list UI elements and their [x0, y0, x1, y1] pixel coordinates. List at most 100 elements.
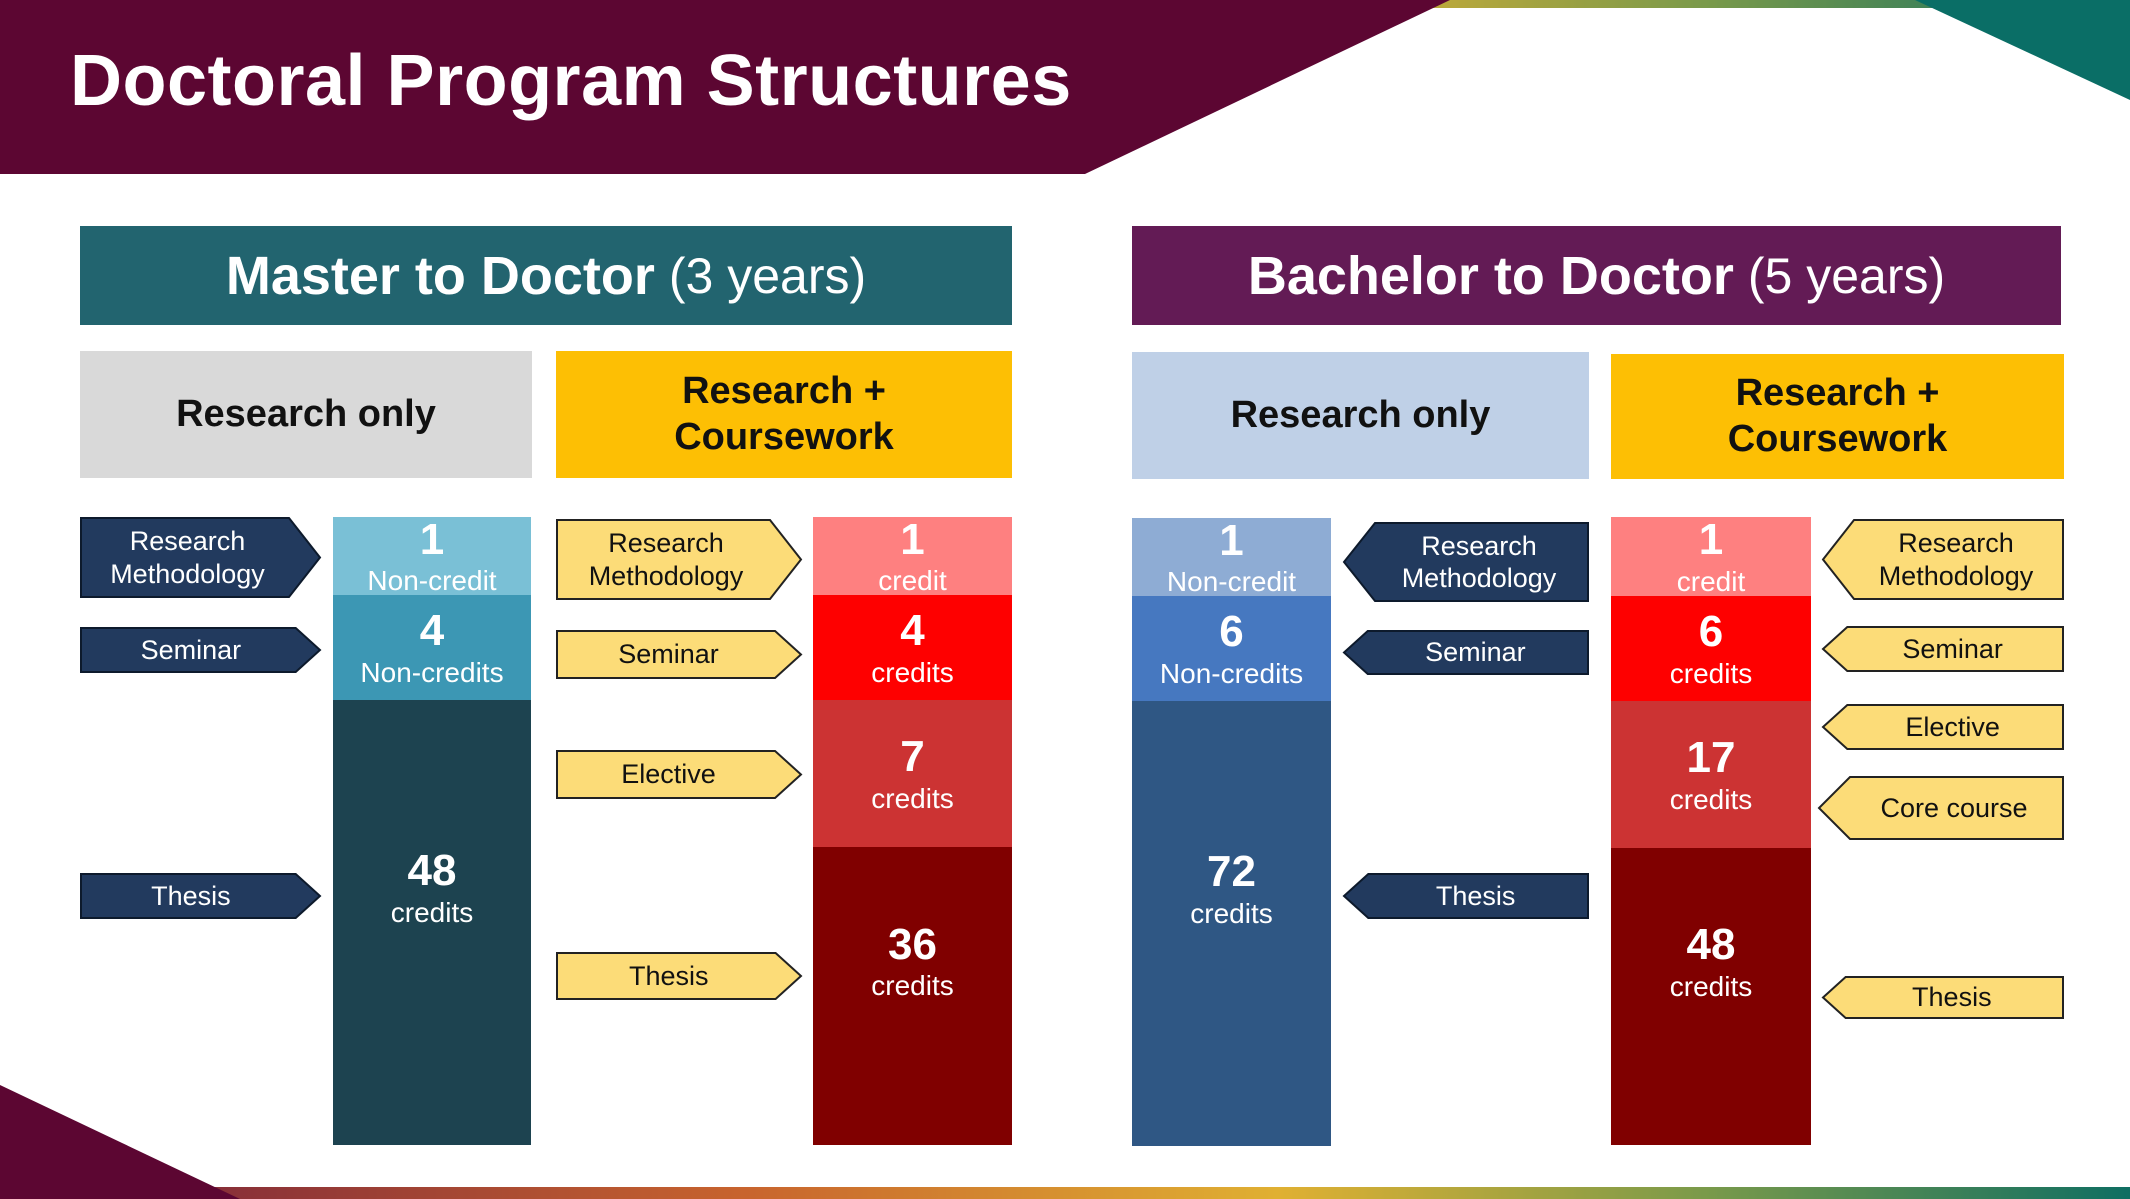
tag-shape	[1821, 976, 2064, 1019]
tag-thesis: Thesis	[80, 873, 322, 919]
tag-thesis: Thesis	[1821, 976, 2064, 1019]
tag-seminar: Seminar	[556, 630, 803, 679]
credit-number: 7	[900, 732, 925, 782]
credit-number: 4	[419, 606, 445, 656]
credit-number: 6	[1219, 607, 1244, 657]
tag-label: Research Methodology	[1401, 530, 1557, 593]
tag-shape	[1821, 519, 2064, 600]
section-duration: (5 years)	[1747, 247, 1946, 304]
credit-unit: credits	[1190, 897, 1273, 929]
credit-unit: credits	[1669, 783, 1753, 815]
tag-label: Research Methodology	[588, 528, 744, 591]
section-title: Master to Doctor	[225, 245, 655, 306]
tag-label: Thesis	[1912, 982, 1992, 1013]
tag-label: Thesis	[151, 880, 231, 911]
credit-number: 17	[1686, 733, 1736, 783]
credit-unit: credits	[871, 970, 954, 1002]
credit-unit: Non-credits	[360, 656, 504, 688]
tag-label: Seminar	[1902, 633, 2003, 664]
credit-unit: credits	[1669, 970, 1753, 1002]
tag-label: Thesis	[1435, 880, 1516, 911]
credit-unit: credits	[390, 896, 474, 928]
tag-shape	[80, 627, 322, 673]
tag-shape	[1342, 522, 1589, 602]
tag-research-methodology: Research Methodology	[556, 519, 803, 600]
tag-label: Seminar	[1425, 637, 1526, 668]
tag-shape	[556, 952, 803, 1000]
tag-shape	[556, 750, 803, 799]
tag-seminar: Seminar	[1342, 630, 1589, 675]
tag-label: Research Methodology	[110, 526, 265, 589]
tag-label: Seminar	[140, 634, 242, 665]
tag-research-methodology: Research Methodology	[80, 517, 322, 598]
credit-number: 1	[1698, 515, 1724, 565]
subheader-research-coursework: Research + Coursework	[556, 351, 1012, 478]
tag-research-methodology: Research Methodology	[1821, 519, 2064, 600]
credit-number: 48	[407, 846, 457, 896]
credit-unit: credit	[1676, 565, 1746, 597]
title-banner	[0, 0, 1450, 174]
section-header-bachelor: Bachelor to Doctor (5 years)	[1132, 226, 2061, 325]
credit-number: 4	[900, 606, 925, 656]
credit-number: 1	[419, 514, 445, 564]
credit-unit: credit	[878, 565, 947, 597]
tag-shape	[1342, 873, 1589, 919]
section-header-master: Master to Doctor (3 years)	[80, 226, 1012, 325]
tag-label: Elective	[621, 759, 716, 790]
page-title: Doctoral Program Structures	[70, 41, 1072, 121]
tag-shape	[1817, 776, 2064, 840]
credit-unit: Non-credits	[1159, 657, 1304, 689]
tag-elective: Elective	[556, 750, 803, 799]
credit-number: 1	[900, 514, 925, 564]
tag-label: Core course	[1880, 792, 2028, 823]
credit-number: 72	[1207, 847, 1256, 897]
tag-label: Elective	[1905, 711, 2000, 742]
subheader-research-coursework: Research + Coursework	[1611, 354, 2064, 479]
tag-thesis: Thesis	[1342, 873, 1589, 919]
tag-core-course: Core course	[1817, 776, 2064, 840]
credit-number: 48	[1686, 920, 1736, 970]
bottom-left-accent	[0, 1085, 240, 1199]
section-duration: (3 years)	[668, 247, 867, 304]
tag-label: Research Methodology	[1878, 528, 2034, 591]
bottom-gradient-bar	[0, 1187, 2130, 1199]
tag-shape	[80, 873, 322, 919]
tag-shape	[556, 630, 803, 679]
credit-unit: Non-credit	[367, 565, 497, 597]
tag-shape	[1821, 626, 2064, 672]
credit-unit: Non-credit	[1166, 566, 1297, 598]
tag-shape	[556, 519, 803, 600]
section-title: Bachelor to Doctor	[1247, 245, 1734, 306]
subheader-research-only: Research only	[1132, 352, 1589, 479]
credit-number: 6	[1698, 607, 1724, 657]
credit-unit: credits	[1669, 657, 1753, 689]
credit-number: 36	[888, 919, 937, 969]
top-right-accent	[1915, 0, 2130, 100]
credit-unit: credits	[871, 782, 954, 814]
tag-seminar: Seminar	[1821, 626, 2064, 672]
tag-research-methodology: Research Methodology	[1342, 522, 1589, 602]
tag-label: Seminar	[618, 639, 719, 670]
subheader-research-only: Research only	[80, 351, 532, 478]
tag-seminar: Seminar	[80, 627, 322, 673]
tag-shape	[80, 517, 322, 598]
tag-thesis: Thesis	[556, 952, 803, 1000]
credit-unit: credits	[871, 656, 954, 688]
tag-shape	[1821, 704, 2064, 750]
